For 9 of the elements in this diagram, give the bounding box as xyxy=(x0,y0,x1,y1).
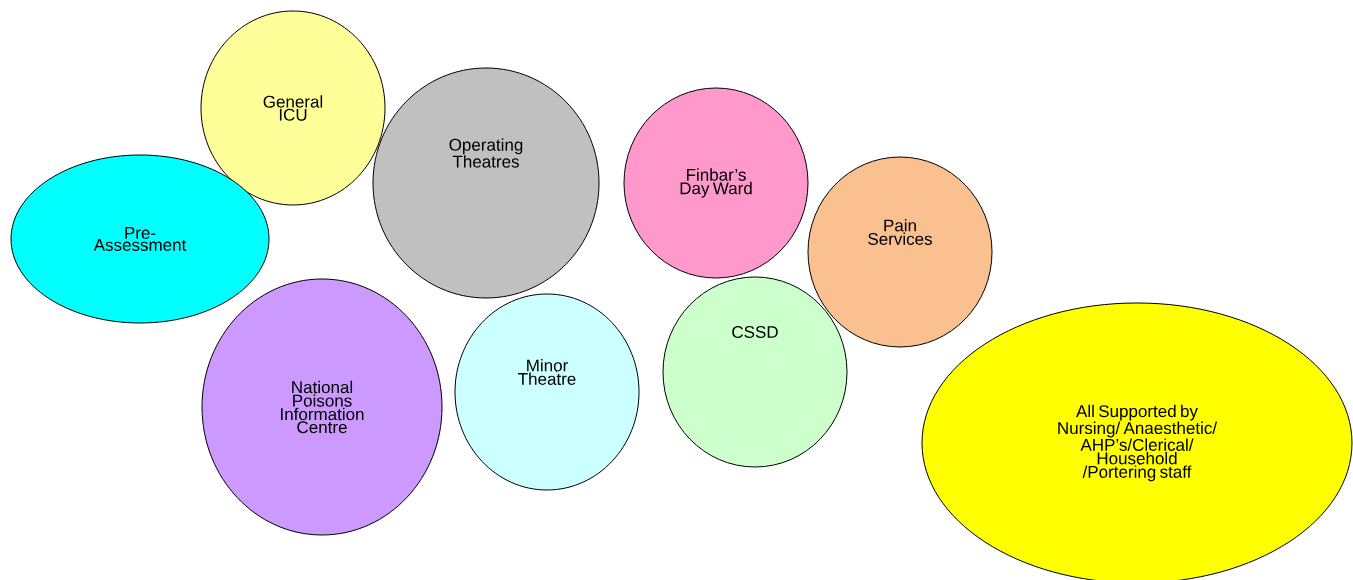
ellipse-bubble: Finbar’s Day Ward xyxy=(623,87,809,279)
ellipse-bubble: National Poisons Information Centre xyxy=(201,278,443,536)
ellipse-bubble: General ICU xyxy=(200,10,386,206)
ellipse-bubble: CSSD xyxy=(662,276,848,468)
ellipse-bubble: Pre- Assessment xyxy=(10,154,270,324)
ellipse-bubble: Pain Services xyxy=(807,156,993,348)
ellipse-bubble: Operating Theatres xyxy=(372,67,600,299)
ellipse-bubble: All Supported by Nursing/ Anaesthetic/ AHP’s/Clerical/ Household /Portering staff xyxy=(921,302,1353,580)
ellipse-bubble: Minor Theatre xyxy=(454,293,640,491)
